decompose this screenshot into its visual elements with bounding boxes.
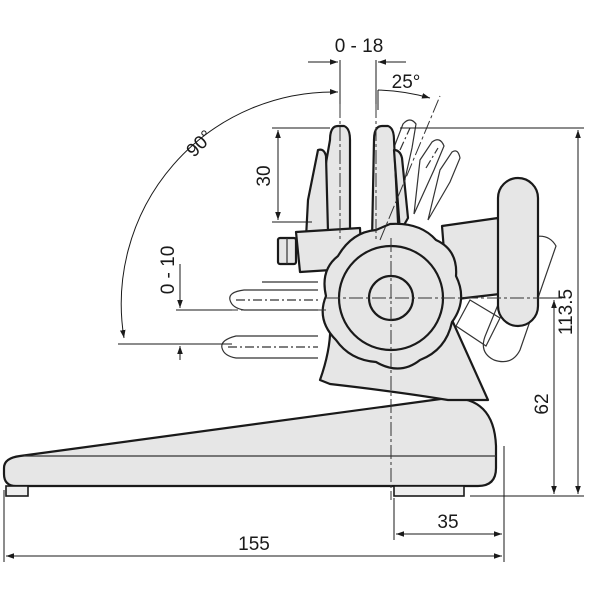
dimension-lines (3, 59, 584, 562)
label-height-total: 113.5 (556, 289, 577, 335)
label-length-base: 35 (437, 512, 458, 533)
rear-foot (393, 485, 465, 497)
label-jaw-height: 30 (254, 165, 275, 186)
right-jaw (370, 124, 406, 242)
label-jaw-opening: 0 - 18 (335, 36, 384, 57)
tilt-handle[interactable] (496, 176, 540, 328)
label-length-total: 155 (238, 534, 270, 555)
front-foot (5, 485, 29, 497)
label-vertical-adjust: 0 - 10 (158, 246, 179, 295)
left-jaw-pad (304, 148, 330, 240)
stand-base (2, 396, 498, 488)
right-jaw-pad (392, 148, 410, 234)
label-height-center: 62 (532, 393, 553, 414)
label-arc-angle: 90° (183, 127, 218, 162)
label-jaw-tilt: 25° (392, 72, 421, 93)
